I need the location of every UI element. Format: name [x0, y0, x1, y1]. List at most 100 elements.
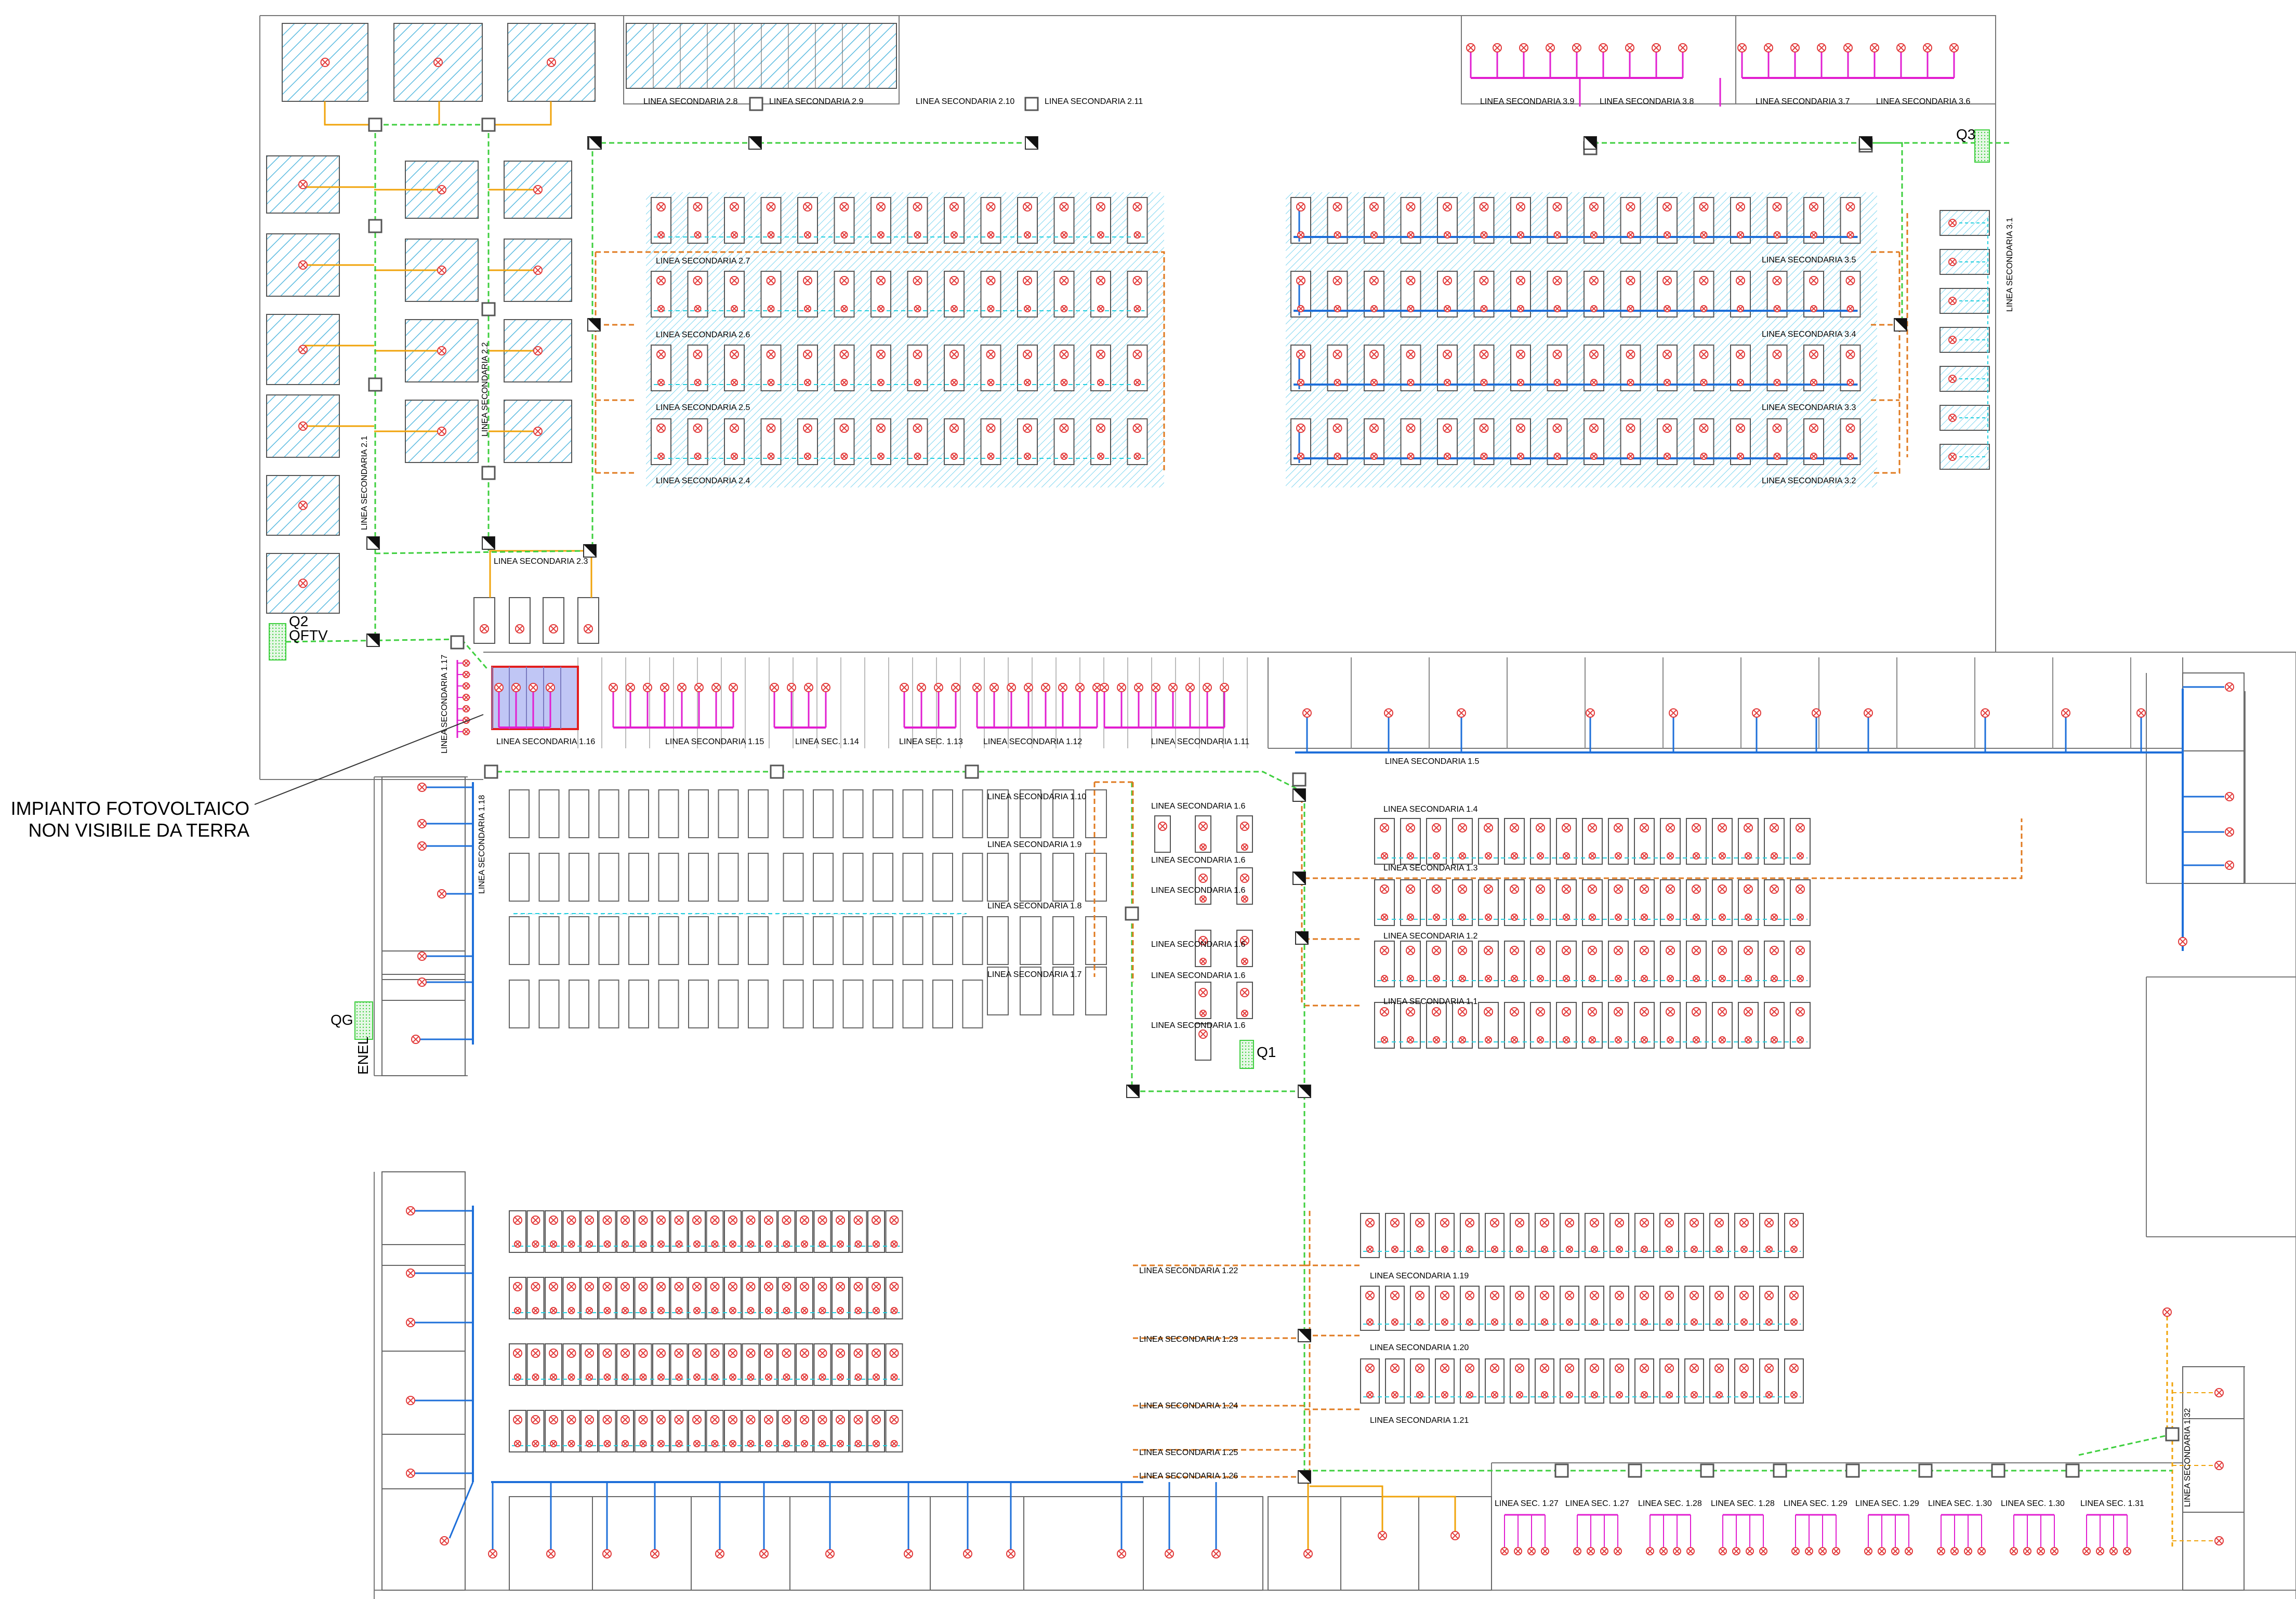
fixture-box	[688, 916, 709, 965]
lamp-icon	[783, 1307, 790, 1314]
lamp-icon	[1562, 946, 1571, 955]
lamp-icon	[801, 1373, 808, 1381]
lamp-icon	[1773, 231, 1781, 239]
lamp-icon	[298, 578, 308, 588]
pv-annotation: IMPIANTO FOTOVOLTAICO NON VISIBILE DA TE…	[11, 714, 484, 841]
lamp-icon	[531, 1349, 540, 1358]
lamp-icon	[1444, 305, 1451, 312]
lamp-icon	[1541, 1391, 1548, 1398]
lamp-icon	[1515, 1291, 1524, 1300]
lamp-icon	[1444, 379, 1451, 386]
corner-junction-icon	[1025, 136, 1038, 150]
lamp-icon	[873, 1373, 880, 1381]
fixture-box	[688, 853, 709, 902]
lamp-icon	[692, 1349, 702, 1358]
wire	[489, 101, 552, 126]
lamp-icon	[1198, 822, 1208, 831]
lamp-icon	[873, 1440, 880, 1447]
corner-junction-icon	[482, 536, 495, 550]
lamp-icon	[1667, 852, 1674, 860]
lamp-icon	[1097, 379, 1104, 386]
lamp-icon	[1366, 1391, 1374, 1398]
label-1-22: LINEA SECONDARIA 1.22	[1139, 1266, 1238, 1275]
lamp-icon	[1590, 231, 1598, 239]
lamp-icon	[873, 1240, 880, 1248]
lamp-icon	[531, 1415, 540, 1424]
lamp-icon	[1665, 1218, 1674, 1227]
lamp-icon	[804, 379, 811, 386]
lamp-icon	[1700, 453, 1708, 460]
lamp-icon	[1432, 884, 1441, 894]
lamp-icon	[406, 1206, 415, 1215]
lamp-icon	[1369, 350, 1379, 359]
lamp-icon	[1241, 958, 1248, 965]
lamp-icon	[914, 231, 921, 239]
junction-box-icon	[749, 97, 763, 111]
lamp-icon	[715, 1549, 724, 1558]
lamp-icon	[1810, 231, 1817, 239]
lamp-icon	[1665, 1291, 1674, 1300]
lamp-icon	[417, 819, 427, 828]
lamp-icon	[586, 1373, 593, 1381]
lamp-icon	[1440, 1364, 1449, 1373]
lamp-icon	[1770, 884, 1779, 894]
lamp-icon	[1096, 202, 1105, 212]
room-outline	[381, 1434, 466, 1489]
room-outline	[691, 1496, 790, 1591]
lamp-icon	[406, 1268, 415, 1278]
fixture-box	[902, 853, 923, 902]
green-distribution-line	[2078, 1433, 2173, 1456]
lamp-icon	[2225, 827, 2234, 837]
lamp-icon	[417, 952, 427, 961]
lamp-icon	[660, 683, 669, 692]
lamp-icon	[1736, 424, 1745, 433]
fixture-box	[538, 916, 560, 965]
corner-junction-icon	[588, 136, 602, 150]
lamp-icon	[710, 1282, 720, 1291]
lamp-icon	[1406, 202, 1416, 212]
label-1-7: LINEA SECONDARIA 1.7	[987, 970, 1082, 979]
lamp-icon	[1220, 683, 1229, 692]
lamp-icon	[1332, 350, 1342, 359]
lamp-icon	[1700, 305, 1708, 312]
lamp-icon	[872, 1282, 881, 1291]
fixture-box	[813, 789, 834, 838]
lamp-icon	[840, 231, 848, 239]
lamp-icon	[1896, 43, 1906, 52]
lamp-icon	[1406, 1007, 1415, 1016]
lamp-icon	[1023, 350, 1032, 359]
lamp-icon	[1198, 936, 1208, 945]
lamp-icon	[1652, 43, 1661, 52]
lamp-icon	[1199, 1010, 1207, 1017]
lamp-icon	[1562, 1007, 1571, 1016]
lamp-icon	[2214, 1388, 2224, 1397]
room-outline	[1268, 1496, 1341, 1591]
lamp-icon	[1562, 823, 1571, 832]
lamp-icon	[1075, 683, 1085, 692]
lamp-icon	[872, 1215, 881, 1225]
fixture-box	[1052, 853, 1074, 902]
fixture-box	[718, 980, 739, 1028]
label-2-6: LINEA SECONDARIA 2.6	[656, 331, 750, 339]
junction-box-icon	[368, 377, 382, 392]
junction-box-icon	[770, 764, 784, 779]
lamp-icon	[1923, 43, 1932, 52]
lamp-icon	[890, 1240, 898, 1248]
lamp-icon	[1599, 43, 1608, 52]
corner-junction-icon	[366, 536, 380, 550]
lamp-icon	[566, 1415, 576, 1424]
lamp-icon	[1334, 379, 1341, 386]
wire	[1310, 1485, 1383, 1531]
lamp-icon	[1440, 1291, 1449, 1300]
lamp-icon	[2136, 708, 2146, 718]
lamp-icon	[746, 1282, 756, 1291]
lamp-icon	[488, 1549, 497, 1558]
lamp-icon	[1765, 1246, 1773, 1253]
fixture-box	[962, 980, 983, 1028]
lamp-icon	[1537, 914, 1544, 921]
corner-junction-icon	[1859, 136, 1872, 150]
lamp-icon	[1719, 1036, 1726, 1043]
lamp-icon	[1771, 1036, 1778, 1043]
label-1-28a: LINEA SEC. 1.28	[1638, 1499, 1702, 1508]
fixture-box	[748, 789, 769, 838]
